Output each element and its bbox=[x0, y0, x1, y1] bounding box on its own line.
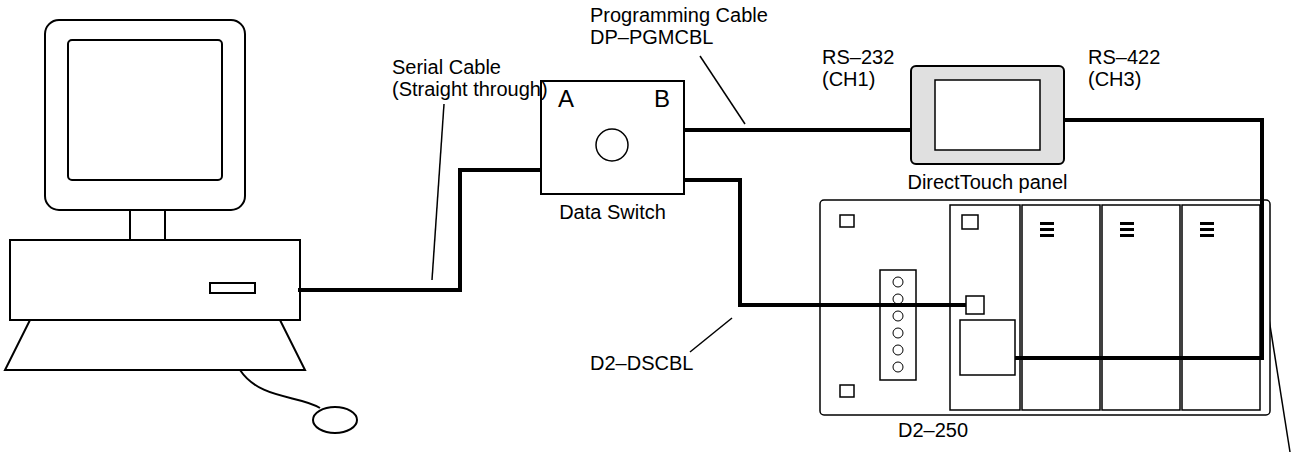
io-module bbox=[1182, 205, 1260, 410]
module-leds bbox=[1040, 222, 1214, 237]
drive-slot bbox=[210, 283, 255, 293]
terminal-screws bbox=[893, 277, 903, 372]
data-switch-box: ABData Switch bbox=[540, 80, 685, 195]
port-3 bbox=[960, 320, 1015, 375]
cable bbox=[1015, 120, 1262, 358]
terminal-block bbox=[880, 270, 916, 380]
touch-panel: DirectTouch panel bbox=[910, 65, 1065, 165]
io-module bbox=[1102, 205, 1180, 410]
port-label: RS–422 (CH3) bbox=[1088, 46, 1173, 90]
plc bbox=[820, 200, 1270, 415]
cable-label: Serial Cable (Straight through) bbox=[392, 56, 567, 100]
mouse-cord bbox=[240, 370, 320, 408]
cable-label: Programming Cable DP–PGMCBL bbox=[590, 4, 785, 48]
leader-line bbox=[700, 56, 745, 124]
cable bbox=[685, 180, 966, 305]
device-name: D2–250 bbox=[898, 419, 968, 441]
computer bbox=[5, 20, 357, 433]
plc-base bbox=[820, 200, 1270, 415]
port-1 bbox=[966, 296, 984, 314]
led-block bbox=[962, 215, 978, 229]
computer-base bbox=[10, 240, 300, 320]
screen bbox=[68, 40, 222, 180]
mount-tab bbox=[840, 385, 854, 397]
leader-line bbox=[690, 318, 732, 352]
mount-tab bbox=[840, 215, 854, 227]
port-label: RS–232 (CH1) bbox=[822, 46, 907, 90]
keyboard bbox=[5, 320, 305, 370]
mouse bbox=[313, 407, 357, 433]
monitor-neck bbox=[130, 210, 165, 240]
device-name: Data Switch bbox=[559, 201, 666, 223]
port-letter: B bbox=[654, 86, 670, 112]
io-module bbox=[1022, 205, 1100, 410]
device-name: DirectTouch panel bbox=[907, 171, 1067, 193]
serial-cable bbox=[298, 170, 540, 290]
plc-rack: D2–250 bbox=[820, 200, 1270, 415]
cable bbox=[685, 128, 910, 132]
panel-screen bbox=[910, 65, 1065, 165]
monitor bbox=[45, 20, 245, 210]
port-letter: A bbox=[558, 86, 574, 112]
leader-line bbox=[432, 104, 444, 280]
switch-knob bbox=[596, 129, 628, 161]
cpu-module bbox=[950, 205, 1020, 410]
cable-label: D2–DSCBL bbox=[590, 352, 693, 374]
